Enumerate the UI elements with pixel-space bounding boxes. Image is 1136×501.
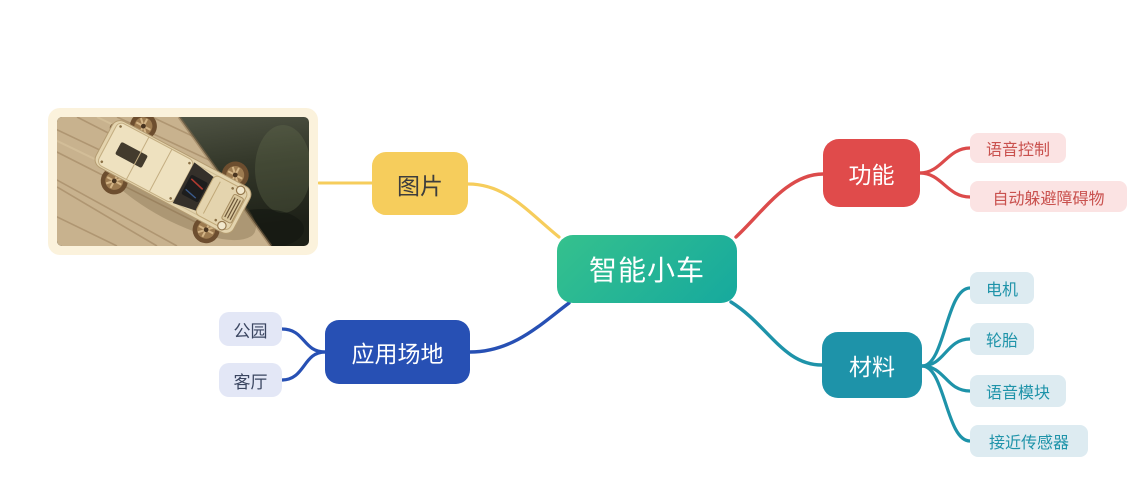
- child-node-obstacle-avoidance[interactable]: 自动躲避障碍物: [970, 181, 1127, 212]
- link-image-to-root: [466, 182, 561, 239]
- child-node-park[interactable]: 公园: [219, 312, 282, 346]
- link-root-to-materials: [729, 300, 824, 367]
- link-materials-to-voice-module: [920, 364, 972, 393]
- link-venues-to-park: [280, 327, 327, 354]
- link-venues-to-living-room: [280, 350, 327, 382]
- child-node-voice-control[interactable]: 语音控制: [970, 133, 1066, 163]
- child-node-tires[interactable]: 轮胎: [970, 323, 1034, 355]
- child-node-motor[interactable]: 电机: [970, 272, 1034, 304]
- branch-node-features[interactable]: 功能: [823, 139, 920, 207]
- toy-car-photo-attachment[interactable]: [48, 108, 318, 255]
- wooden-toy-car-photo: [57, 117, 309, 246]
- link-materials-to-tires: [920, 337, 972, 368]
- link-root-to-features: [734, 172, 825, 239]
- branch-node-materials[interactable]: 材料: [822, 332, 922, 398]
- link-features-to-voice-control: [918, 146, 972, 175]
- link-root-to-venues: [468, 301, 571, 354]
- child-node-proximity-sensor[interactable]: 接近传感器: [970, 425, 1088, 457]
- link-materials-to-motor: [920, 286, 972, 368]
- child-node-voice-module[interactable]: 语音模块: [970, 375, 1066, 407]
- link-materials-to-proximity-sensor: [920, 364, 972, 443]
- root-node-smart-car[interactable]: 智能小车: [557, 235, 737, 303]
- child-node-living-room[interactable]: 客厅: [219, 363, 282, 397]
- link-features-to-obstacle-avoidance: [918, 171, 972, 199]
- branch-node-application-venues[interactable]: 应用场地: [325, 320, 470, 384]
- branch-node-image[interactable]: 图片: [372, 152, 468, 215]
